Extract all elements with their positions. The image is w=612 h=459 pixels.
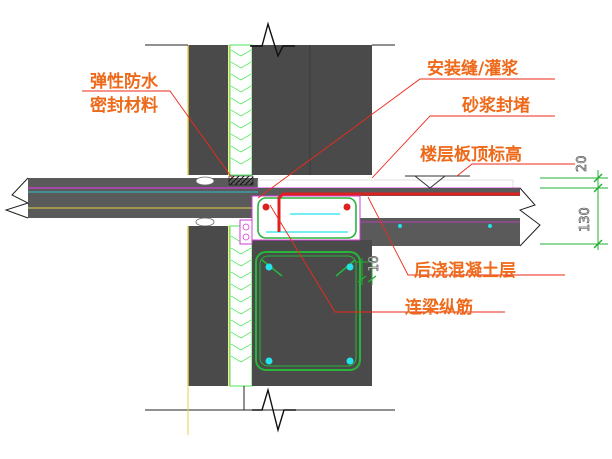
gap-dimension: 10 <box>356 255 382 285</box>
precast-slab-right <box>360 218 520 246</box>
floor-slab <box>4 177 258 219</box>
dimension-top-layer: 20 <box>575 155 590 172</box>
top-break-line-icon <box>250 21 295 58</box>
dimension-gap-width: 10 <box>367 255 382 272</box>
label-mortar-plug: 砂浆封堵 <box>462 95 530 116</box>
label-coupling-beam-rebar: 连梁纵筋 <box>405 297 473 318</box>
leader-lines <box>82 78 575 313</box>
label-waterproof-sealant-line2: 密封材料 <box>90 95 158 116</box>
label-post-pour-concrete-layer: 后浇混凝土层 <box>414 260 516 281</box>
lower-precast-wall <box>145 225 395 435</box>
rebar-dots <box>262 203 354 365</box>
upper-precast-wall <box>145 44 395 176</box>
label-waterproof-sealant-line1: 弹性防水 <box>90 71 159 92</box>
slab-dimension: 20 130 <box>540 155 608 250</box>
coupling-beam-rebar-cage <box>255 197 361 371</box>
bottom-break-line-icon <box>252 387 296 433</box>
label-install-joint-grout: 安装缝/灌浆 <box>427 58 519 79</box>
dimension-slab-thickness: 130 <box>578 207 593 232</box>
slab-anchor-rebar <box>277 192 520 232</box>
label-slab-top-elevation: 楼层板顶标高 <box>420 144 522 165</box>
